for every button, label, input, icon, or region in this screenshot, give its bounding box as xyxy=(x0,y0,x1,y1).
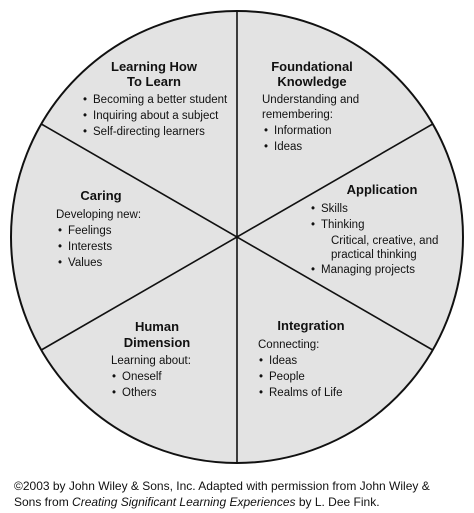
segment-title: Learning How xyxy=(111,59,198,74)
segment-title: Dimension xyxy=(124,335,191,350)
list-item: Interests xyxy=(68,241,112,253)
list-item: Ideas xyxy=(269,355,297,367)
segment-title: Integration xyxy=(277,318,344,333)
list-item: Ideas xyxy=(274,141,302,153)
sub-item: practical thinking xyxy=(331,249,417,261)
list-item: Values xyxy=(68,257,103,269)
bullet-glyph: • xyxy=(83,94,87,106)
segment-title: Application xyxy=(347,182,418,197)
caption-line-2: Sons from Creating Significant Learning … xyxy=(14,494,466,510)
segment-intro: remembering: xyxy=(262,109,333,121)
bullet-glyph: • xyxy=(112,371,116,383)
bullet-glyph: • xyxy=(259,371,263,383)
bullet-glyph: • xyxy=(259,355,263,367)
segment-title: Knowledge xyxy=(277,74,346,89)
list-item: Feelings xyxy=(68,225,112,237)
caption-suffix: by L. Dee Fink. xyxy=(295,495,380,509)
segment-integration: Integration Connecting: • Ideas • People… xyxy=(258,318,345,399)
copyright-caption: ©2003 by John Wiley & Sons, Inc. Adapted… xyxy=(14,478,466,510)
list-item: Self-directing learners xyxy=(93,126,205,138)
list-item: Skills xyxy=(321,203,348,215)
bullet-glyph: • xyxy=(311,219,315,231)
segment-title: Human xyxy=(135,319,179,334)
list-item: People xyxy=(269,371,305,383)
bullet-glyph: • xyxy=(58,257,62,269)
segment-intro: Developing new: xyxy=(56,209,141,221)
segment-application: Application • Skills • Thinking Critical… xyxy=(311,182,438,276)
bullet-glyph: • xyxy=(311,264,315,276)
list-item: Managing projects xyxy=(321,264,415,276)
segment-foundational-knowledge: Foundational Knowledge Understanding and… xyxy=(262,59,359,153)
bullet-glyph: • xyxy=(264,141,268,153)
list-item: Others xyxy=(122,387,157,399)
list-item: Becoming a better student xyxy=(93,94,228,106)
bullet-glyph: • xyxy=(58,225,62,237)
bullet-glyph: • xyxy=(112,387,116,399)
list-item: Realms of Life xyxy=(269,387,343,399)
segment-human-dimension: Human Dimension Learning about: • Onesel… xyxy=(111,319,191,399)
significant-learning-wheel: Learning How To Learn • Becoming a bette… xyxy=(10,10,464,464)
bullet-glyph: • xyxy=(83,126,87,138)
segment-learning-how-to-learn: Learning How To Learn • Becoming a bette… xyxy=(83,59,228,138)
list-item: Information xyxy=(274,125,332,137)
segment-intro: Connecting: xyxy=(258,339,319,351)
bullet-glyph: • xyxy=(83,110,87,122)
segment-title: Caring xyxy=(80,188,121,203)
divider-diagonal-down xyxy=(40,123,434,351)
bullet-glyph: • xyxy=(259,387,263,399)
caption-prefix: Sons from xyxy=(14,495,73,509)
book-title: Creating Significant Learning Experience… xyxy=(72,495,296,509)
bullet-glyph: • xyxy=(311,203,315,215)
bullet-glyph: • xyxy=(58,241,62,253)
segment-caring: Caring Developing new: • Feelings • Inte… xyxy=(56,188,141,269)
segment-intro: Learning about: xyxy=(111,355,191,367)
caption-line-1: ©2003 by John Wiley & Sons, Inc. Adapted… xyxy=(14,479,430,493)
list-item: Thinking xyxy=(321,219,364,231)
segment-intro: Understanding and xyxy=(262,94,359,106)
sub-item: Critical, creative, and xyxy=(331,235,438,247)
segment-title: To Learn xyxy=(127,74,181,89)
bullet-glyph: • xyxy=(264,125,268,137)
list-item: Oneself xyxy=(122,371,162,383)
segment-title: Foundational xyxy=(271,59,353,74)
list-item: Inquiring about a subject xyxy=(93,110,219,122)
